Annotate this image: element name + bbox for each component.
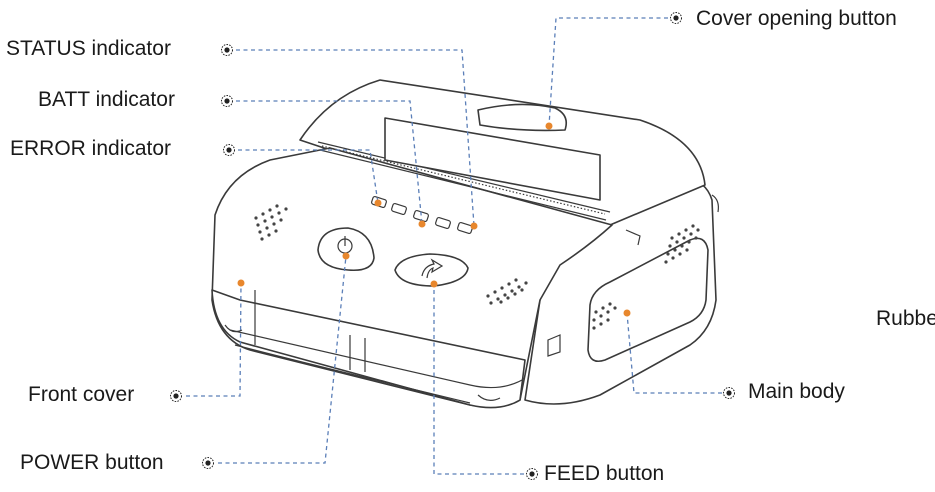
main-body-label: Main body bbox=[748, 380, 845, 403]
feed-button-dot bbox=[430, 280, 438, 288]
error-indicator-label: ERROR indicator bbox=[10, 137, 172, 160]
target-marker-icon bbox=[670, 12, 682, 24]
error-indicator-dot bbox=[374, 199, 382, 207]
target-markers bbox=[170, 12, 735, 480]
feed-button-label: FEED button bbox=[544, 462, 665, 485]
target-marker-icon bbox=[221, 44, 233, 56]
status-indicator-dot bbox=[470, 222, 478, 230]
feed-button-shape bbox=[394, 253, 469, 287]
target-marker-icon bbox=[170, 390, 182, 402]
batt-indicator-label: BATT indicator bbox=[38, 88, 175, 111]
cover-opening-button-label: Cover opening button bbox=[696, 7, 897, 30]
cover-opening-button-dot bbox=[545, 122, 553, 130]
middle-speaker-grille bbox=[486, 278, 528, 305]
front-cover-dot bbox=[237, 279, 245, 287]
target-marker-icon bbox=[723, 387, 735, 399]
batt-indicator-dot bbox=[418, 220, 426, 228]
power-button-label: POWER button bbox=[20, 451, 164, 474]
power-button-dot bbox=[342, 252, 350, 260]
main-body-dot bbox=[623, 309, 631, 317]
power-button-shape bbox=[317, 227, 375, 272]
leader-lines bbox=[186, 17, 722, 475]
rubber-label-partial: Rubbe bbox=[876, 308, 935, 329]
callout-dots bbox=[237, 122, 631, 317]
status-indicator-label: STATUS indicator bbox=[6, 37, 171, 60]
target-marker-icon bbox=[221, 95, 233, 107]
right-speaker-grille bbox=[592, 224, 700, 330]
target-marker-icon bbox=[202, 457, 214, 469]
target-marker-icon bbox=[526, 468, 538, 480]
printer-illustration bbox=[211, 79, 719, 409]
target-marker-icon bbox=[223, 144, 235, 156]
front-cover-label: Front cover bbox=[28, 383, 135, 406]
left-speaker-grille bbox=[254, 204, 288, 241]
